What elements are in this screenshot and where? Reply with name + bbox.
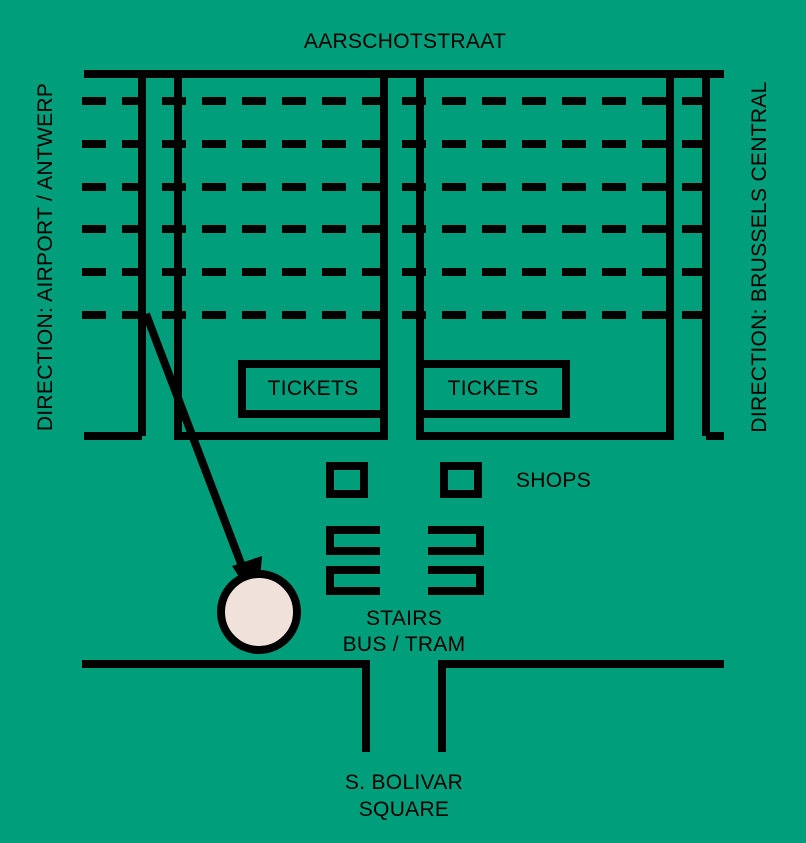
stairs-left-lower (326, 566, 380, 595)
arrow-icon (142, 312, 262, 606)
track-lines (82, 97, 722, 319)
stairs-right-upper (428, 526, 484, 555)
street-name-label: AARSCHOTSTRAAT (303, 30, 507, 53)
shop-left (326, 462, 368, 498)
hall-right (416, 74, 674, 440)
direction-right-label: DIRECTION: BRUSSELS CENTRAL (748, 81, 771, 433)
hall-left (174, 74, 388, 440)
square-label-line2: SQUARE (358, 798, 450, 821)
bus-tram-label: BUS / TRAM (342, 633, 466, 656)
circle-marker-icon (217, 570, 301, 654)
shops-label: SHOPS (516, 469, 592, 492)
ticket-booth-right (416, 360, 570, 418)
street-right (438, 660, 724, 752)
stairs-left-upper (326, 526, 380, 555)
stairs-label: STAIRS (365, 607, 443, 630)
tickets-right-label: TICKETS (447, 377, 539, 400)
stairs-right-lower (428, 566, 484, 595)
tickets-left-label: TICKETS (267, 377, 359, 400)
shop-right (440, 462, 482, 498)
square-label-line1: S. BOLIVAR (344, 771, 464, 794)
street-left (82, 660, 370, 752)
ticket-booth-left (238, 360, 388, 418)
direction-left-label: DIRECTION: AIRPORT / ANTWERP (34, 82, 57, 432)
